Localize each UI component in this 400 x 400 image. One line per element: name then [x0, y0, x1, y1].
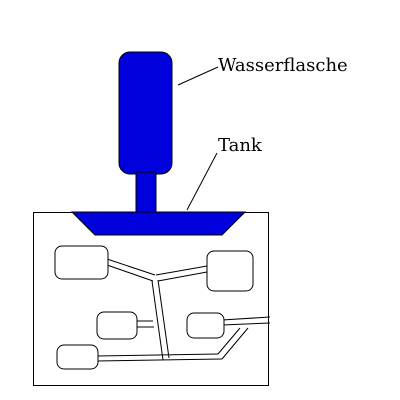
reservoir-box-top-right — [206, 250, 254, 292]
reservoir-box-mid-left — [96, 311, 138, 340]
bottle-neck — [135, 171, 157, 213]
water-bottle — [118, 51, 173, 175]
reservoir-box-top-left — [54, 245, 109, 280]
leader-line-tank — [186, 152, 218, 211]
reservoir-box-mid-right — [186, 312, 225, 339]
label-wasserflasche: Wasserflasche — [218, 55, 348, 76]
leader-line-bottle — [177, 66, 219, 86]
reservoir-box-bottom-left — [56, 344, 99, 370]
tank — [70, 211, 247, 236]
pipe-network — [96, 258, 271, 362]
label-tank: Tank — [218, 135, 262, 156]
